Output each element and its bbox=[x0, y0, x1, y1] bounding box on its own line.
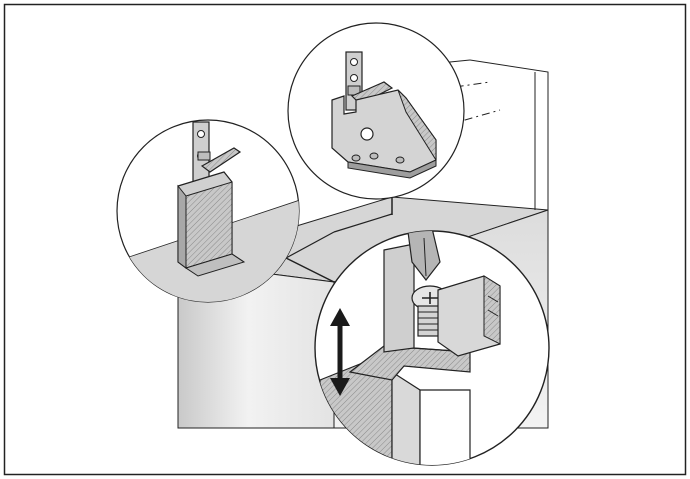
adjustment-screw-detail bbox=[314, 230, 550, 466]
rear-unit-outline bbox=[469, 59, 549, 210]
mounting-bracket-right bbox=[287, 22, 465, 200]
up-down-adjust-arrow bbox=[330, 308, 350, 396]
mounting-bracket-left bbox=[116, 119, 300, 303]
